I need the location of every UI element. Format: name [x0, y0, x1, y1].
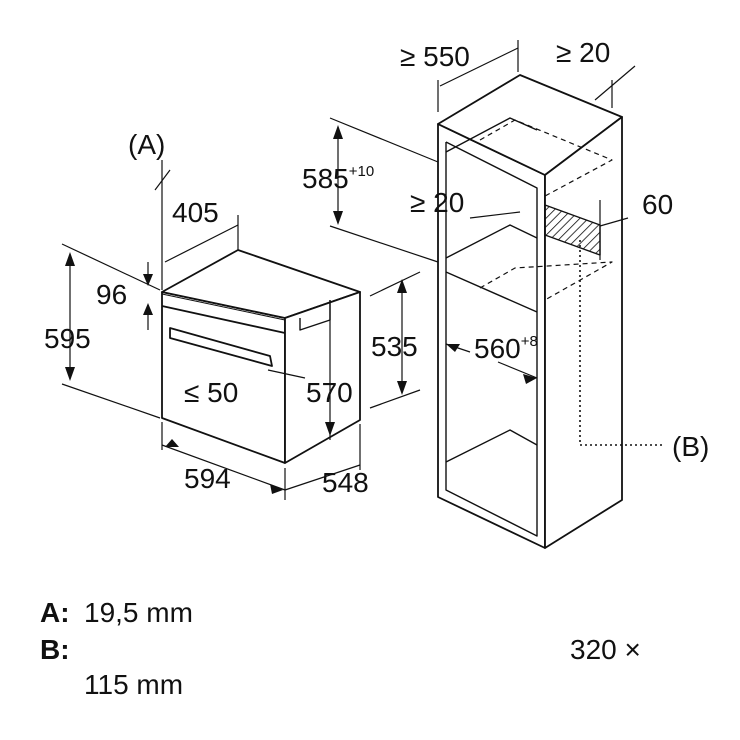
label-callout-b: (B)	[672, 431, 709, 462]
oven-drawing	[161, 249, 361, 464]
cabinet-drawing	[437, 74, 665, 549]
label-niche-width: 560+8	[474, 333, 538, 364]
label-door-gap: ≤ 50	[184, 377, 238, 408]
bottom-shelf	[445, 429, 538, 463]
label-oven-width: 594	[184, 463, 231, 494]
label-panel-height: 96	[96, 279, 127, 310]
legend-a: A: 19,5 mm	[40, 596, 193, 630]
legend-a-value: 19,5 mm	[84, 597, 193, 628]
oven-handle	[169, 327, 273, 367]
label-oven-depth: 548	[322, 467, 369, 498]
arrowheads	[65, 125, 537, 494]
label-cabinet-back-gap: ≥ 20	[556, 37, 610, 68]
label-niche-height-right: 535	[371, 331, 418, 362]
label-niche-height-main: 585+10	[302, 163, 374, 194]
label-vent-depth: 60	[642, 189, 673, 220]
label-shelf-gap: ≥ 20	[410, 187, 464, 218]
legend-b-value-right: 320 ×	[570, 634, 641, 665]
dimension-lines	[61, 40, 636, 500]
cabinet-side	[544, 116, 623, 549]
label-oven-depth-top: 405	[172, 197, 219, 228]
control-panel-line	[161, 305, 286, 334]
oven-side	[284, 291, 361, 464]
legend-b: B:	[40, 633, 84, 667]
label-oven-height: 595	[44, 323, 91, 354]
legend-b-key: B:	[40, 634, 70, 665]
label-callout-a: (A)	[128, 129, 165, 160]
mid-shelf	[445, 224, 538, 259]
legend-a-key: A:	[40, 597, 70, 628]
callout-b-leader	[579, 240, 665, 446]
legend-b-value-line2: 115 mm	[84, 669, 184, 700]
label-cabinet-depth: ≥ 550	[400, 41, 470, 72]
dimension-labels: (A) 405 96 595 ≤ 50 570 594 548 535 ≥ 55…	[44, 37, 709, 498]
label-oven-body-depth: 570	[306, 377, 353, 408]
